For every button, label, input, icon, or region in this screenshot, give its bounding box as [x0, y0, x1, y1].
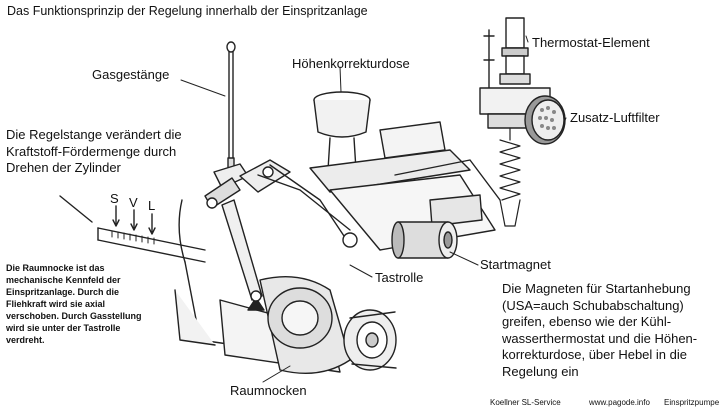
magnets-note: Die Magneten für Startanhebung (USA=auch… [502, 281, 698, 379]
altitude-box-label: Höhenkorrekturdose [292, 56, 410, 71]
pump-housing [174, 199, 351, 375]
position-s-label: S [110, 191, 119, 206]
thermostat-element-label: Thermostat-Element [532, 35, 650, 50]
control-rack [59, 195, 206, 263]
gas-linkage-rod [226, 41, 236, 173]
start-magnet [391, 221, 458, 259]
footer-author: Koellner SL-Service [490, 398, 561, 407]
leader-lines [180, 35, 567, 383]
sensing-lever [221, 159, 358, 302]
footer-website: www.pagode.info [589, 398, 650, 407]
thermostat-spring [499, 127, 521, 227]
start-magnet-label: Startmagnet [480, 257, 551, 272]
sensing-roller-label: Tastrolle [375, 270, 424, 285]
altitude-box [309, 91, 471, 193]
thermostat-element [479, 17, 551, 129]
space-cam-note: Die Raumnocke ist das mechanische Kennfe… [6, 263, 142, 345]
space-cam [343, 309, 397, 371]
position-l-label: L [148, 198, 156, 213]
space-cam-label: Raumnocken [230, 383, 307, 398]
footer-topic: Einspritzpumpe [664, 398, 720, 407]
auxiliary-air-filter-label: Zusatz-Luftfilter [570, 110, 660, 125]
auxiliary-air-filter [524, 95, 566, 145]
gas-linkage-label: Gasgestänge [92, 67, 170, 82]
control-rack-note: Die Regelstange verändert die Kraftstoff… [6, 127, 182, 175]
page-title: Das Funktionsprinzip der Regelung innerh… [7, 4, 368, 18]
position-v-label: V [129, 195, 138, 210]
gas-lever [204, 163, 249, 209]
